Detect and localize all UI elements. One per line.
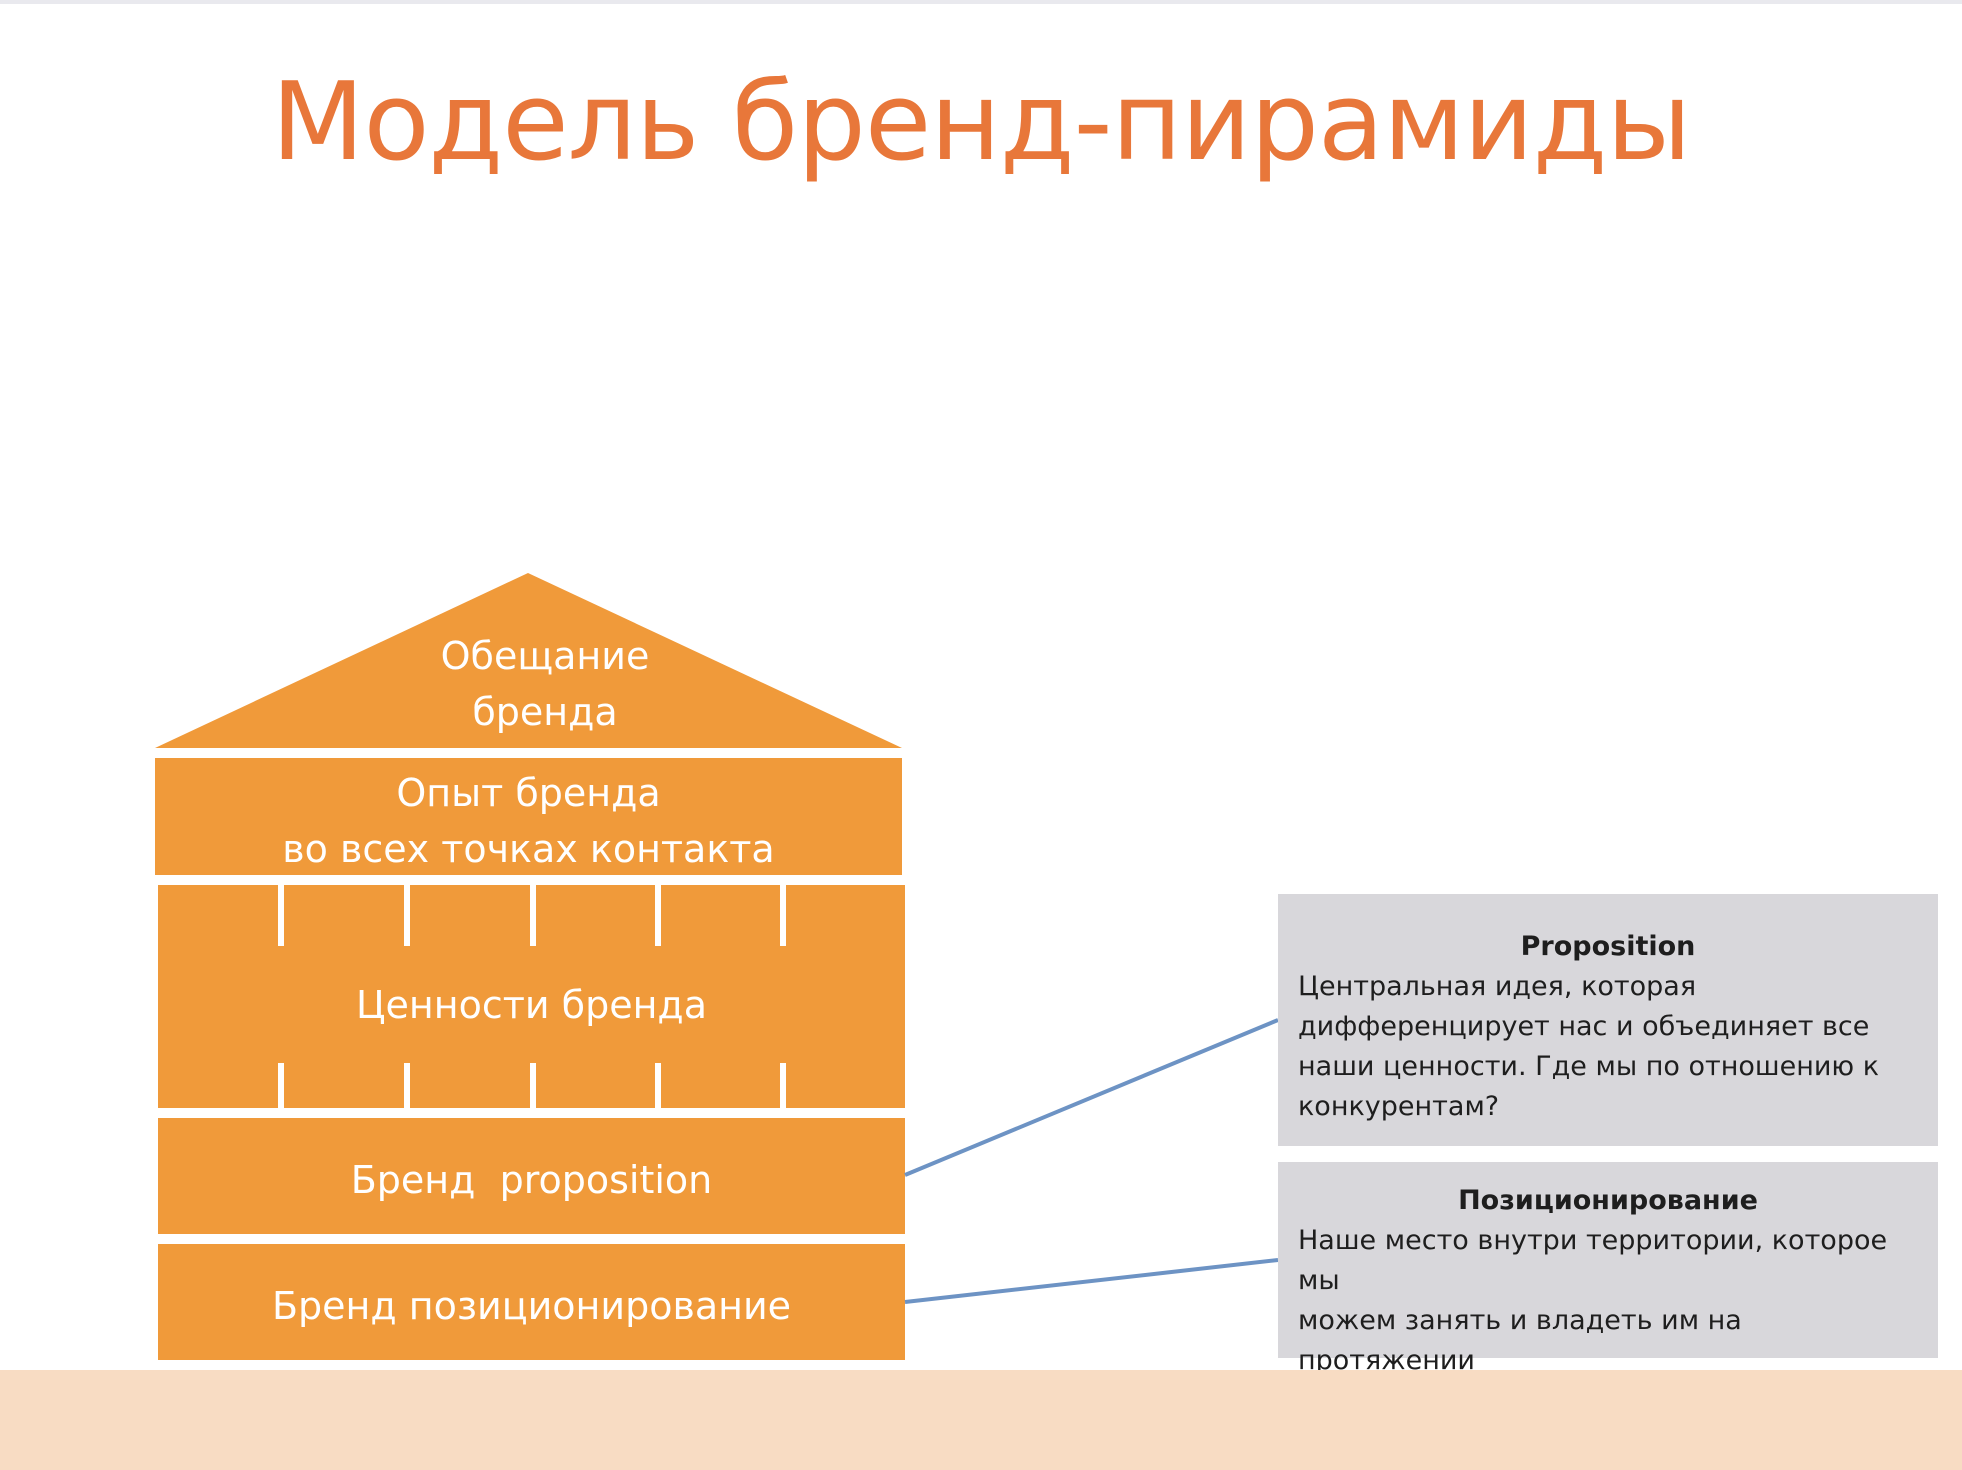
pyramid-positioning-block: [158, 1244, 905, 1360]
proposition-label: Бренд proposition: [350, 1158, 713, 1202]
footer-band: [0, 1370, 1962, 1470]
pyramid-roof: [155, 573, 902, 748]
values-top-marks: [278, 885, 786, 946]
proposition-callout: Proposition Центральная идея, которая ди…: [1278, 894, 1938, 1146]
experience-label-line2: во всех точках контакта: [282, 827, 775, 871]
connector-proposition: [904, 1018, 1279, 1177]
experience-label-line1: Опыт бренда: [396, 771, 661, 815]
proposition-callout-text: Центральная идея, которая дифференцирует…: [1298, 971, 1880, 1122]
roof-label-line1: Обещание: [440, 634, 650, 678]
values-label: Ценности бренда: [356, 983, 707, 1027]
positioning-callout-title: Позиционирование: [1458, 1185, 1758, 1216]
positioning-callout: Позиционирование Наше место внутри терри…: [1278, 1162, 1938, 1416]
experience-label: Опыт бренда во всех точках контакта: [155, 765, 902, 877]
connector-positioning: [904, 1258, 1279, 1304]
roof-label: Обещание бренда: [345, 628, 745, 740]
slide-title: Модель бренд-пирамиды: [271, 60, 1691, 185]
roof-label-line2: бренда: [472, 690, 618, 734]
pyramid-proposition-block: [158, 1118, 905, 1234]
top-edge-line: [0, 0, 1962, 4]
proposition-callout-title: Proposition: [1520, 931, 1696, 962]
pyramid-experience-block: [155, 758, 902, 875]
values-bottom-marks: [278, 1063, 786, 1108]
positioning-label: Бренд позиционирование: [271, 1284, 792, 1328]
